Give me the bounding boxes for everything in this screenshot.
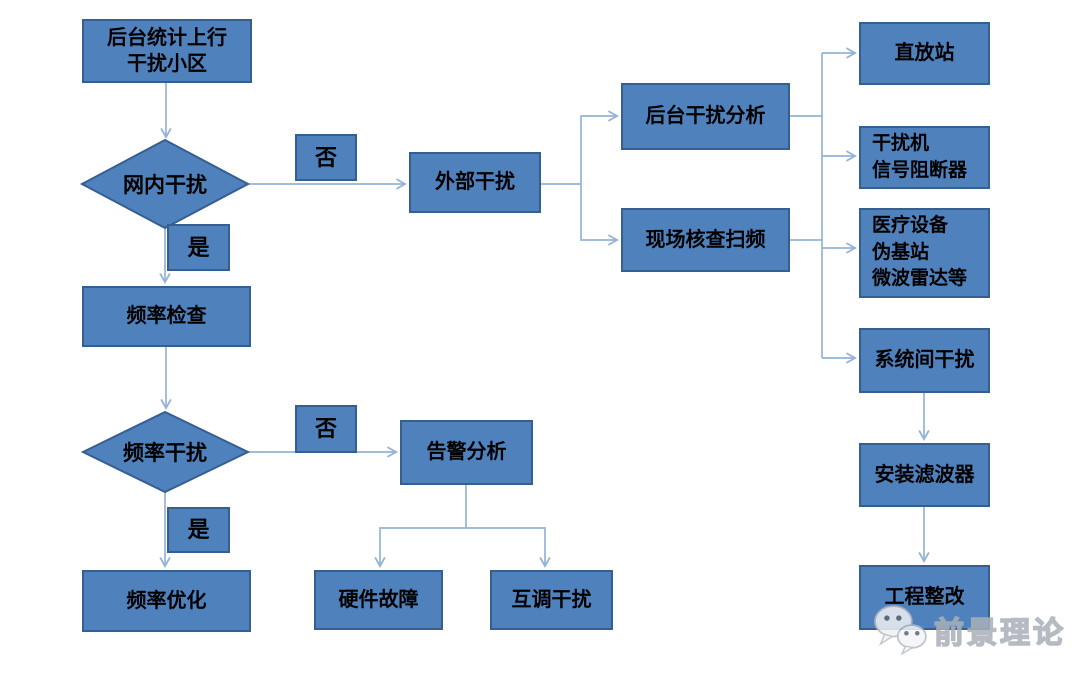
node-backend-interference-analysis: 后台干扰分析 <box>621 83 790 150</box>
network-interference-diamond-label: 网内干扰 <box>123 174 207 197</box>
node-frequency-check: 频率检查 <box>82 286 251 347</box>
node-intermodulation-interference: 互调干扰 <box>490 570 613 630</box>
node-jammer-signal-blocker: 干扰机 信号阻断器 <box>859 126 990 189</box>
frequency-interference-diamond <box>80 410 251 494</box>
node-install-filter: 安装滤波器 <box>859 443 990 507</box>
frequency-interference-diamond-label: 频率干扰 <box>123 442 207 465</box>
node-no-branch-bottom: 否 <box>295 405 357 453</box>
edge-alarm-to-intermod <box>466 527 551 568</box>
edge-alarm-to-hw-fault <box>374 527 466 568</box>
edge-external-to-field-sweep <box>580 184 619 246</box>
node-repeater: 直放站 <box>859 22 990 85</box>
edge-external-to-bg-analysis <box>580 110 619 184</box>
node-external-interference: 外部干扰 <box>409 152 541 213</box>
node-alarm-analysis: 告警分析 <box>400 420 533 485</box>
network-interference-diamond <box>79 138 251 230</box>
node-no-branch-top: 否 <box>295 134 357 181</box>
node-backend-stat-uplink-cells: 后台统计上行 干扰小区 <box>82 19 252 83</box>
node-frequency-optimization: 频率优化 <box>82 570 251 632</box>
node-field-sweep-check: 现场核查扫频 <box>621 208 790 272</box>
node-yes-branch-bottom: 是 <box>167 507 230 553</box>
node-intersystem-interference: 系统间干扰 <box>859 328 990 393</box>
watermark-text: 前景理论 <box>933 616 1066 650</box>
wechat-icon <box>874 605 927 656</box>
node-hardware-fault: 硬件故障 <box>314 570 443 630</box>
node-yes-branch-top: 是 <box>167 224 230 271</box>
watermark: 前景理论 <box>872 600 1072 660</box>
node-medical-fake-bs-radar: 医疗设备 伪基站 微波雷达等 <box>859 208 990 298</box>
